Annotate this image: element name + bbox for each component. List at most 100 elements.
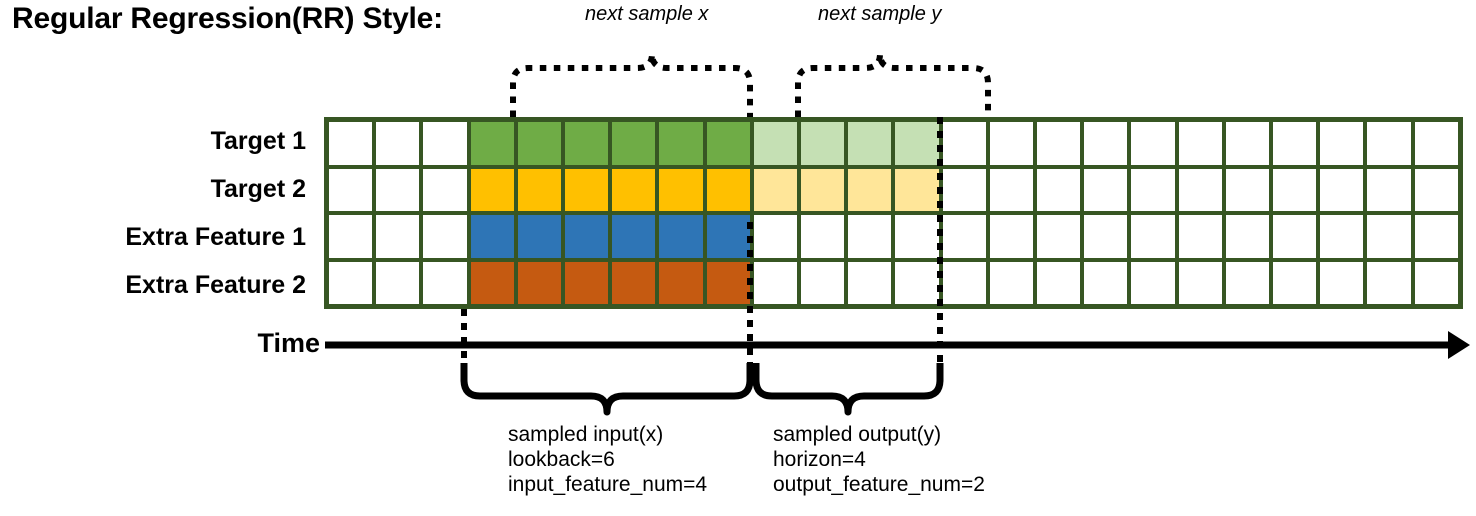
grid-cell-r1-c22[interactable] (1367, 168, 1411, 211)
grid-cell-r0-c9[interactable] (753, 122, 798, 165)
grid-cell-r0-c5[interactable] (565, 122, 609, 165)
grid-cell-r2-c22[interactable] (1367, 215, 1411, 258)
grid-cell-r0-c0[interactable] (329, 122, 373, 165)
grid-cell-r0-c13[interactable] (942, 122, 986, 165)
grid-cell-r2-c10[interactable] (801, 215, 845, 258)
grid-cell-r3-c14[interactable] (989, 261, 1034, 304)
grid-cell-r1-c8[interactable] (706, 168, 750, 211)
grid-cell-r0-c11[interactable] (848, 122, 892, 165)
grid-cell-r1-c9[interactable] (753, 168, 798, 211)
grid-cell-r0-c23[interactable] (1414, 122, 1458, 165)
grid-cell-r1-c5[interactable] (565, 168, 609, 211)
grid-cell-r1-c1[interactable] (376, 168, 420, 211)
grid-cell-r1-c13[interactable] (942, 168, 986, 211)
grid-cell-r2-c16[interactable] (1084, 215, 1128, 258)
grid-cell-r0-c14[interactable] (989, 122, 1034, 165)
grid-cell-r0-c22[interactable] (1367, 122, 1411, 165)
grid-cell-r3-c21[interactable] (1320, 261, 1364, 304)
grid-cell-r1-c18[interactable] (1178, 168, 1222, 211)
grid-cell-r0-c7[interactable] (659, 122, 703, 165)
grid-cell-r1-c7[interactable] (659, 168, 703, 211)
grid-cell-r1-c16[interactable] (1084, 168, 1128, 211)
grid-cell-r2-c9[interactable] (753, 215, 798, 258)
grid-cell-r0-c18[interactable] (1178, 122, 1222, 165)
grid-cell-r3-c9[interactable] (753, 261, 798, 304)
grid-cell-r1-c0[interactable] (329, 168, 373, 211)
grid-cell-r3-c17[interactable] (1131, 261, 1175, 304)
grid-cell-r3-c4[interactable] (517, 261, 562, 304)
grid-cell-r2-c23[interactable] (1414, 215, 1458, 258)
grid-cell-r1-c20[interactable] (1273, 168, 1317, 211)
grid-cell-r0-c20[interactable] (1273, 122, 1317, 165)
grid-cell-r2-c11[interactable] (848, 215, 892, 258)
grid-cell-r3-c18[interactable] (1178, 261, 1222, 304)
sampled-input-title: sampled input(x) (508, 423, 664, 446)
grid-cell-r0-c19[interactable] (1225, 122, 1270, 165)
grid-cell-r2-c6[interactable] (612, 215, 656, 258)
grid-cell-r2-c15[interactable] (1037, 215, 1081, 258)
grid-cell-r1-c19[interactable] (1225, 168, 1270, 211)
grid-cell-r1-c23[interactable] (1414, 168, 1458, 211)
grid-cell-r1-c12[interactable] (895, 168, 939, 211)
grid-cell-r0-c10[interactable] (801, 122, 845, 165)
brace-next-sample-y (795, 53, 991, 117)
grid-cell-r2-c8[interactable] (706, 215, 750, 258)
grid-cell-r2-c1[interactable] (376, 215, 420, 258)
grid-cell-r3-c23[interactable] (1414, 261, 1458, 304)
grid-cell-r2-c0[interactable] (329, 215, 373, 258)
grid-cell-r1-c10[interactable] (801, 168, 845, 211)
grid-cell-r3-c19[interactable] (1225, 261, 1270, 304)
grid-cell-r1-c14[interactable] (989, 168, 1034, 211)
grid-cell-r1-c2[interactable] (423, 168, 467, 211)
grid-cell-r3-c8[interactable] (706, 261, 750, 304)
grid-cell-r3-c7[interactable] (659, 261, 703, 304)
grid-cell-r1-c6[interactable] (612, 168, 656, 211)
grid-cell-r1-c11[interactable] (848, 168, 892, 211)
grid-cell-r1-c4[interactable] (517, 168, 562, 211)
grid-cell-r2-c13[interactable] (942, 215, 986, 258)
grid-cell-r3-c6[interactable] (612, 261, 656, 304)
grid-cell-r0-c2[interactable] (423, 122, 467, 165)
grid-cell-r0-c3[interactable] (470, 122, 514, 165)
grid-cell-r0-c17[interactable] (1131, 122, 1175, 165)
grid-cell-r2-c17[interactable] (1131, 215, 1175, 258)
grid-cell-r3-c15[interactable] (1037, 261, 1081, 304)
grid-cell-r0-c21[interactable] (1320, 122, 1364, 165)
grid-cell-r1-c17[interactable] (1131, 168, 1175, 211)
grid-cell-r0-c4[interactable] (517, 122, 562, 165)
grid-cell-r0-c15[interactable] (1037, 122, 1081, 165)
grid-cell-r2-c14[interactable] (989, 215, 1034, 258)
grid-cell-r2-c7[interactable] (659, 215, 703, 258)
grid-cell-r0-c8[interactable] (706, 122, 750, 165)
grid-cell-r1-c15[interactable] (1037, 168, 1081, 211)
grid-cell-r2-c21[interactable] (1320, 215, 1364, 258)
grid-cell-r3-c11[interactable] (848, 261, 892, 304)
grid-cell-r0-c6[interactable] (612, 122, 656, 165)
grid-cell-r1-c21[interactable] (1320, 168, 1364, 211)
grid-cell-r0-c12[interactable] (895, 122, 939, 165)
grid-row-extra-feature-1 (329, 215, 1458, 258)
grid-cell-r2-c5[interactable] (565, 215, 609, 258)
grid-cell-r1-c3[interactable] (470, 168, 514, 211)
grid-cell-r2-c2[interactable] (423, 215, 467, 258)
grid-cell-r3-c22[interactable] (1367, 261, 1411, 304)
grid-cell-r3-c0[interactable] (329, 261, 373, 304)
grid-cell-r3-c10[interactable] (801, 261, 845, 304)
grid-cell-r2-c4[interactable] (517, 215, 562, 258)
grid-cell-r3-c1[interactable] (376, 261, 420, 304)
grid-cell-r2-c20[interactable] (1273, 215, 1317, 258)
grid-cell-r3-c3[interactable] (470, 261, 514, 304)
grid-cell-r0-c16[interactable] (1084, 122, 1128, 165)
grid-cell-r3-c16[interactable] (1084, 261, 1128, 304)
output-feature-num: output_feature_num=2 (773, 473, 985, 496)
grid-cell-r3-c20[interactable] (1273, 261, 1317, 304)
grid-cell-r2-c3[interactable] (470, 215, 514, 258)
grid-cell-r2-c12[interactable] (895, 215, 939, 258)
grid-cell-r0-c1[interactable] (376, 122, 420, 165)
grid-cell-r3-c2[interactable] (423, 261, 467, 304)
grid-cell-r3-c13[interactable] (942, 261, 986, 304)
grid-cell-r2-c18[interactable] (1178, 215, 1222, 258)
grid-cell-r2-c19[interactable] (1225, 215, 1270, 258)
grid-cell-r3-c12[interactable] (895, 261, 939, 304)
grid-cell-r3-c5[interactable] (565, 261, 609, 304)
